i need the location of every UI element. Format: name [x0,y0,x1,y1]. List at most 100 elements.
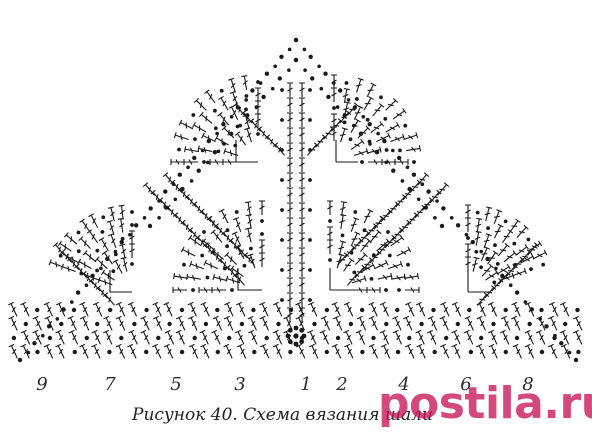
chain-dot [387,253,392,258]
chain-dot [111,269,116,274]
double-crochet-stitch [162,172,175,186]
double-crochet-stitch [336,253,345,269]
chain-dot [514,335,520,341]
chain-dot [308,88,312,92]
double-crochet-stitch [127,343,137,359]
double-crochet-stitch [20,301,30,317]
double-crochet-stitch [20,343,30,359]
chain-dot [130,223,134,227]
double-crochet-stitch [347,272,360,286]
double-crochet-stitch [259,315,269,331]
chain-dot [299,327,305,333]
double-crochet-stitch [405,287,420,293]
chain-dot [260,232,264,236]
double-crochet-stitch [191,201,205,215]
double-crochet-stitch [272,343,283,359]
double-crochet-stitch [373,259,389,270]
chain-dot [164,205,169,210]
double-crochet-stitch [191,122,207,133]
double-crochet-stitch [8,301,18,317]
double-crochet-stitch [363,95,374,111]
double-crochet-stitch [475,217,483,233]
double-crochet-stitch [287,247,293,262]
chain-dot [310,76,315,81]
double-crochet-stitch [512,256,525,271]
chain-dot [189,179,194,183]
chain-dot [264,335,269,341]
chain-dot [179,307,185,313]
chain-dot [397,288,401,292]
chain-dot [407,335,412,341]
double-crochet-stitch [440,301,450,317]
double-crochet-stitch [245,214,253,229]
double-crochet-stitch [259,301,269,317]
double-crochet-stitch [272,301,283,317]
chain-dot [323,71,328,76]
double-crochet-stitch [165,204,178,219]
double-crochet-stitch [353,287,368,293]
double-crochet-stitch [299,217,305,232]
chain-dot [400,179,405,183]
double-crochet-stitch [295,343,306,359]
double-crochet-stitch [235,329,245,345]
chain-dot [72,349,78,355]
double-crochet-stitch [370,121,384,134]
chain-dot [426,189,431,194]
double-crochet-stitch [406,145,421,153]
chain-dot [285,333,291,339]
chain-dot [288,307,294,313]
chain-dot [264,71,270,76]
chain-dot [475,210,480,215]
double-crochet-stitch [107,206,115,222]
double-crochet-stitch [247,253,256,269]
chain-dot [479,265,483,270]
chain-dot [71,307,77,313]
double-crochet-stitch [272,329,283,345]
double-crochet-stitch [43,301,53,317]
chain-dot [213,108,217,113]
chain-dot [186,165,190,170]
double-crochet-stitch [223,315,234,331]
double-crochet-stitch [488,343,498,359]
double-crochet-stitch [202,242,215,256]
chain-dot [491,321,496,327]
chain-dot [225,244,230,249]
chain-dot [362,228,367,233]
double-crochet-stitch [451,301,462,317]
chain-dot [344,81,349,85]
chain-dot [467,307,472,313]
double-crochet-stitch [59,249,73,263]
double-crochet-stitch [287,292,293,307]
double-crochet-stitch [409,179,422,194]
chain-dot [573,357,579,363]
double-crochet-stitch [255,87,261,102]
double-crochet-stitch [287,157,293,172]
double-crochet-stitch [108,233,117,249]
double-crochet-stitch [91,343,101,359]
chain-dot [219,88,224,93]
chain-dot [539,307,544,313]
chain-dot [514,290,520,295]
chain-dot [433,216,437,220]
double-crochet-stitch [287,172,293,187]
double-crochet-stitch [439,343,450,359]
chain-dot [338,88,343,93]
chain-dot [130,210,134,214]
double-crochet-stitch [94,256,108,270]
double-crochet-stitch [187,301,197,317]
chain-dot [523,300,528,304]
chain-dot [287,47,292,52]
chain-dot [503,307,508,313]
chain-dot [559,341,564,346]
double-crochet-stitch [385,97,399,111]
double-crochet-stitch [199,208,212,223]
double-crochet-stitch [342,88,350,103]
double-crochet-stitch [32,329,42,345]
double-crochet-stitch [380,208,393,223]
chain-dot [191,288,195,292]
double-crochet-stitch [379,301,390,317]
double-crochet-stitch [8,315,18,331]
double-crochet-stitch [331,74,337,89]
double-crochet-stitch [299,202,305,217]
